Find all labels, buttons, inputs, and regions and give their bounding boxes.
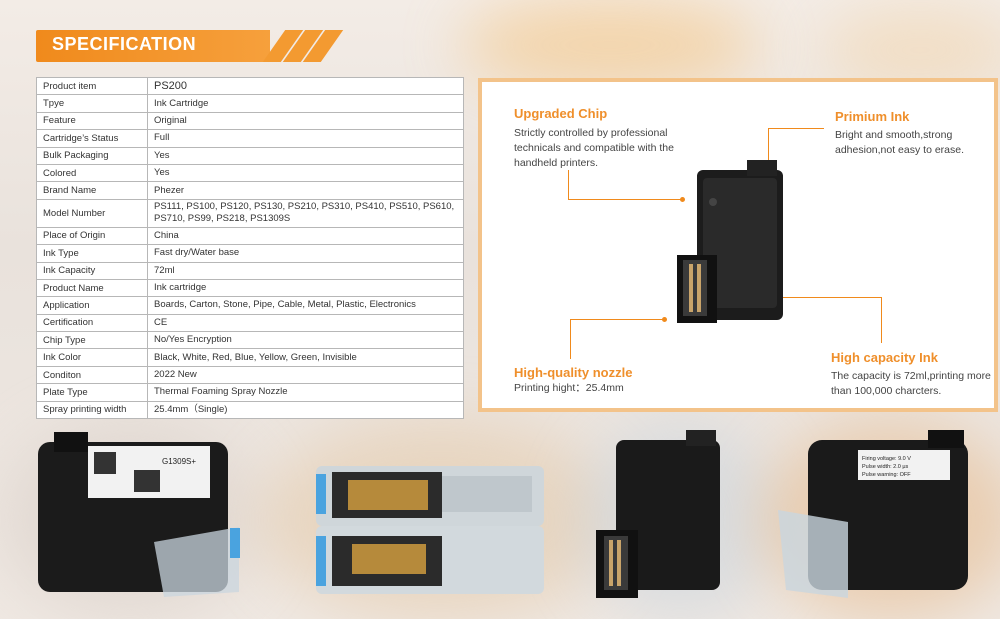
feature-capacity-desc: The capacity is 72ml,printing more than … xyxy=(831,370,991,397)
spec-key: Model Number xyxy=(36,198,148,228)
callout-line xyxy=(570,319,664,320)
callout-dot xyxy=(662,317,667,322)
spec-value: Yes xyxy=(147,146,464,165)
spec-key: Ink Color xyxy=(36,348,148,367)
spec-value: Ink cartridge xyxy=(147,278,464,298)
label-pulse-width: Pulse width: 2.0 μs xyxy=(862,464,909,470)
callout-line xyxy=(568,199,684,200)
spec-key: Bulk Packaging xyxy=(36,146,148,165)
feature-nozzle-desc: Printing hight：25.4mm xyxy=(514,382,624,394)
spec-key: Colored xyxy=(36,163,148,183)
cartridge-photo-1: G1309S+ xyxy=(38,432,240,597)
spec-key: Tpye xyxy=(36,94,148,113)
feature-ink-title: Primium Ink xyxy=(835,109,910,124)
spec-value: Full xyxy=(147,129,464,148)
spec-key: Product Name xyxy=(36,278,148,298)
cartridge-label-text: G1309S+ xyxy=(162,457,196,466)
spec-value: Phezer xyxy=(147,181,464,200)
spec-key: Product item xyxy=(36,76,148,96)
feature-capacity-title: High capacity Ink xyxy=(831,350,938,365)
feature-chip-title: Upgraded Chip xyxy=(514,106,608,121)
banner-bar xyxy=(36,30,270,62)
spec-key: Application xyxy=(36,296,148,315)
spec-value: Black, White, Red, Blue, Yellow, Green, … xyxy=(147,348,464,367)
spec-banner: SPECIFICATION xyxy=(36,30,344,62)
spec-key: Plate Type xyxy=(36,383,148,402)
feature-ink-desc: Bright and smooth,strong adhesion,not ea… xyxy=(835,129,965,156)
feature-nozzle-title: High-quality nozzle xyxy=(514,365,633,380)
spec-value: PS111, PS100, PS120, PS130, PS210, PS310… xyxy=(147,198,464,228)
spec-key: Certification xyxy=(36,313,148,333)
cartridge-photo-3 xyxy=(596,430,720,598)
spec-value: Original xyxy=(147,111,464,131)
spec-value: CE xyxy=(147,313,464,333)
spec-key: Chip Type xyxy=(36,331,148,350)
callout-line xyxy=(570,319,571,359)
cartridge-photo-4: Firing voltage: 9.0 V Pulse width: 2.0 μ… xyxy=(778,430,968,598)
spec-key: Ink Type xyxy=(36,244,148,263)
spec-key: Place of Origin xyxy=(36,226,148,246)
spec-value: 72ml xyxy=(147,261,464,280)
callout-line xyxy=(881,297,882,343)
cartridge-photo-2 xyxy=(316,466,544,594)
label-pulse-warning: Pulse warning: OFF xyxy=(862,472,911,478)
spec-value: No/Yes Encryption xyxy=(147,331,464,350)
spec-key: Brand Name xyxy=(36,181,148,200)
callout-line xyxy=(768,128,769,168)
callout-line xyxy=(768,128,824,129)
label-firing-voltage: Firing voltage: 9.0 V xyxy=(862,456,911,462)
spec-value: Boards, Carton, Stone, Pipe, Cable, Meta… xyxy=(147,296,464,315)
callout-dot xyxy=(680,197,685,202)
cartridge-illustration xyxy=(677,160,783,323)
callout-line xyxy=(568,170,569,200)
spec-key: Spray printing width xyxy=(36,400,148,420)
spec-value: Thermal Foaming Spray Nozzle xyxy=(147,383,464,402)
feature-chip-desc: Strictly controlled by professional tech… xyxy=(514,127,674,169)
spec-key: Ink Capacity xyxy=(36,261,148,280)
banner-title: SPECIFICATION xyxy=(52,34,197,54)
spec-value: Ink Cartridge xyxy=(147,94,464,113)
spec-value: PS200 xyxy=(147,76,464,96)
spec-value: 25.4mm（Single) xyxy=(147,400,464,420)
spec-key: Conditon xyxy=(36,365,148,385)
spec-key: Cartridge’s Status xyxy=(36,129,148,148)
spec-value: Fast dry/Water base xyxy=(147,244,464,263)
callout-line xyxy=(770,297,882,298)
spec-value: Yes xyxy=(147,163,464,183)
feature-panel: Upgraded Chip Strictly controlled by pro… xyxy=(478,78,998,412)
spec-value: 2022 New xyxy=(147,365,464,385)
spec-key: Feature xyxy=(36,111,148,131)
spec-value: China xyxy=(147,226,464,246)
